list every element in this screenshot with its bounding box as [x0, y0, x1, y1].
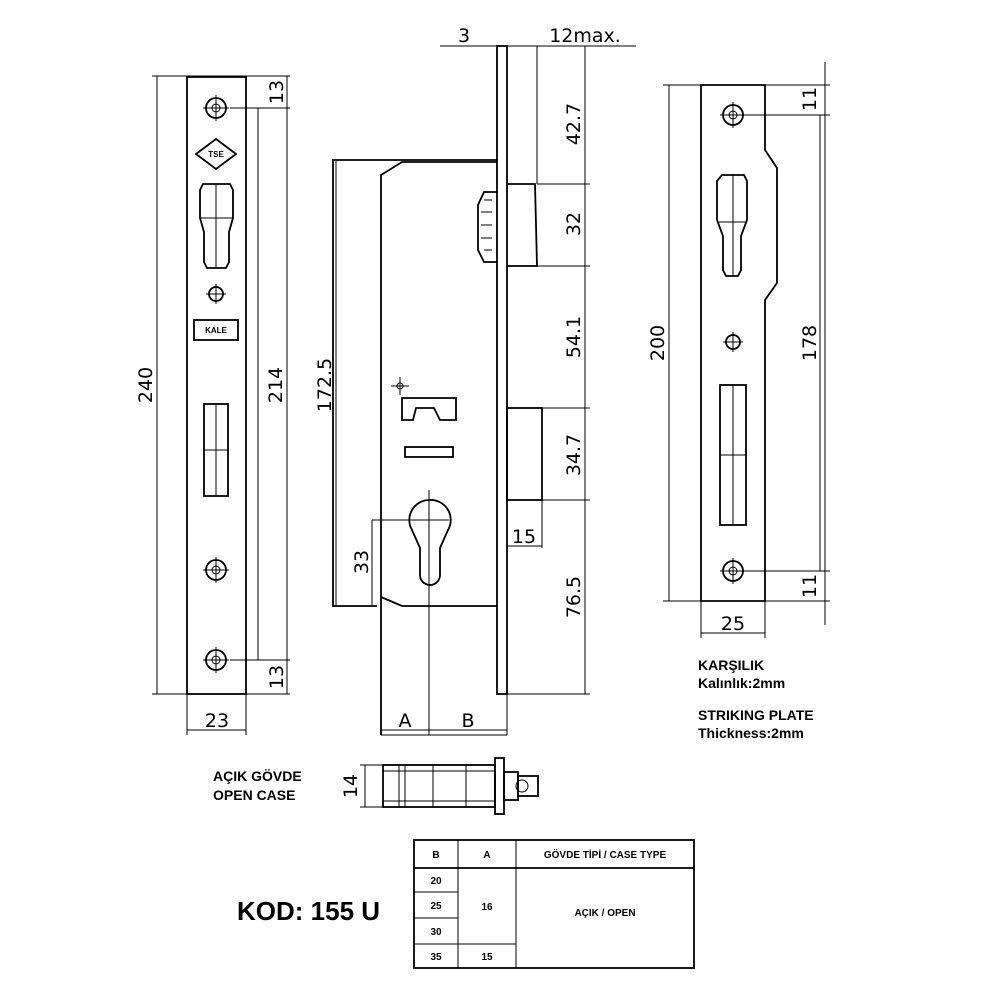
dim-54-1: 54.1 [563, 316, 585, 358]
product-code: KOD: 155 U [237, 896, 380, 926]
dim-11-bottom: 11 [799, 574, 821, 598]
dim-34-7: 34.7 [563, 434, 585, 476]
table-cell-case-type: AÇIK / OPEN [574, 908, 635, 919]
svg-text:KALE: KALE [205, 326, 227, 335]
screw-icon [720, 558, 746, 584]
table-header-case-type: GÖVDE TİPİ / CASE TYPE [544, 848, 667, 861]
dim-3: 3 [458, 25, 470, 47]
strike-thickness-en: Thickness:2mm [698, 725, 804, 741]
side-faceplate [496, 45, 508, 695]
striking-plate-outline [700, 84, 778, 602]
table-header-b: B [432, 850, 439, 861]
screw-icon [203, 95, 229, 121]
case-type-table: B A GÖVDE TİPİ / CASE TYPE 20 25 30 35 1… [413, 839, 695, 969]
screw-small-icon [206, 284, 226, 304]
kale-logo-icon: KALE [193, 319, 239, 341]
tse-logo-icon: TSE [194, 137, 238, 171]
table-cell-b: 35 [430, 952, 442, 963]
dim-13-bottom: 13 [266, 665, 288, 689]
dim-23: 23 [205, 710, 229, 732]
table-header-a: A [483, 850, 490, 861]
screw-icon [203, 557, 229, 583]
body-dimension-lines [335, 45, 636, 731]
latch-knob [477, 191, 497, 263]
table-cell-a: 16 [481, 902, 493, 913]
dim-33: 33 [351, 550, 373, 574]
table-cell-b: 20 [430, 876, 442, 887]
dim-25: 25 [721, 613, 745, 635]
table-cell-b: 25 [430, 901, 442, 912]
dim-178: 178 [799, 325, 821, 361]
dim-32: 32 [563, 212, 585, 236]
screw-small-icon [723, 332, 743, 352]
strike-thickness-tr: Kalınlık:2mm [698, 675, 785, 691]
dim-76-5: 76.5 [563, 576, 585, 618]
strike-title-tr: KARŞILIK [698, 657, 764, 673]
dim-11-top: 11 [799, 87, 821, 111]
open-case-label-en: OPEN CASE [213, 787, 295, 803]
dim-b: B [461, 710, 474, 732]
dead-bolt [506, 407, 543, 501]
strike-title-en: STRIKING PLATE [698, 707, 814, 723]
dim-42-7: 42.7 [563, 103, 585, 145]
dim-12max: 12max. [549, 25, 621, 47]
table-cell-b: 30 [430, 927, 442, 938]
dim-240: 240 [135, 367, 157, 403]
striking-plate-view [663, 62, 830, 638]
dim-172-5: 172.5 [314, 358, 336, 412]
follower-cutout [401, 397, 457, 421]
faceplate-view: TSE KALE [152, 75, 290, 735]
screw-icon [720, 102, 746, 128]
open-case-label-tr: AÇIK GÖVDE [213, 768, 302, 784]
screw-small-icon [391, 377, 409, 395]
slot [404, 446, 454, 458]
dim-a: A [399, 710, 412, 732]
dim-14: 14 [340, 774, 362, 798]
lock-body-view [332, 45, 543, 736]
dim-15: 15 [512, 526, 536, 548]
open-case-view [360, 757, 539, 815]
strike-latch-window [716, 174, 748, 277]
table-cell-a: 15 [481, 952, 493, 963]
dim-13-top: 13 [266, 80, 288, 104]
screw-icon [203, 647, 229, 673]
dim-214: 214 [265, 367, 287, 403]
svg-text:TSE: TSE [208, 150, 224, 159]
cylinder-hole [408, 499, 452, 586]
dim-200: 200 [647, 325, 669, 361]
latch-bolt [507, 183, 538, 267]
